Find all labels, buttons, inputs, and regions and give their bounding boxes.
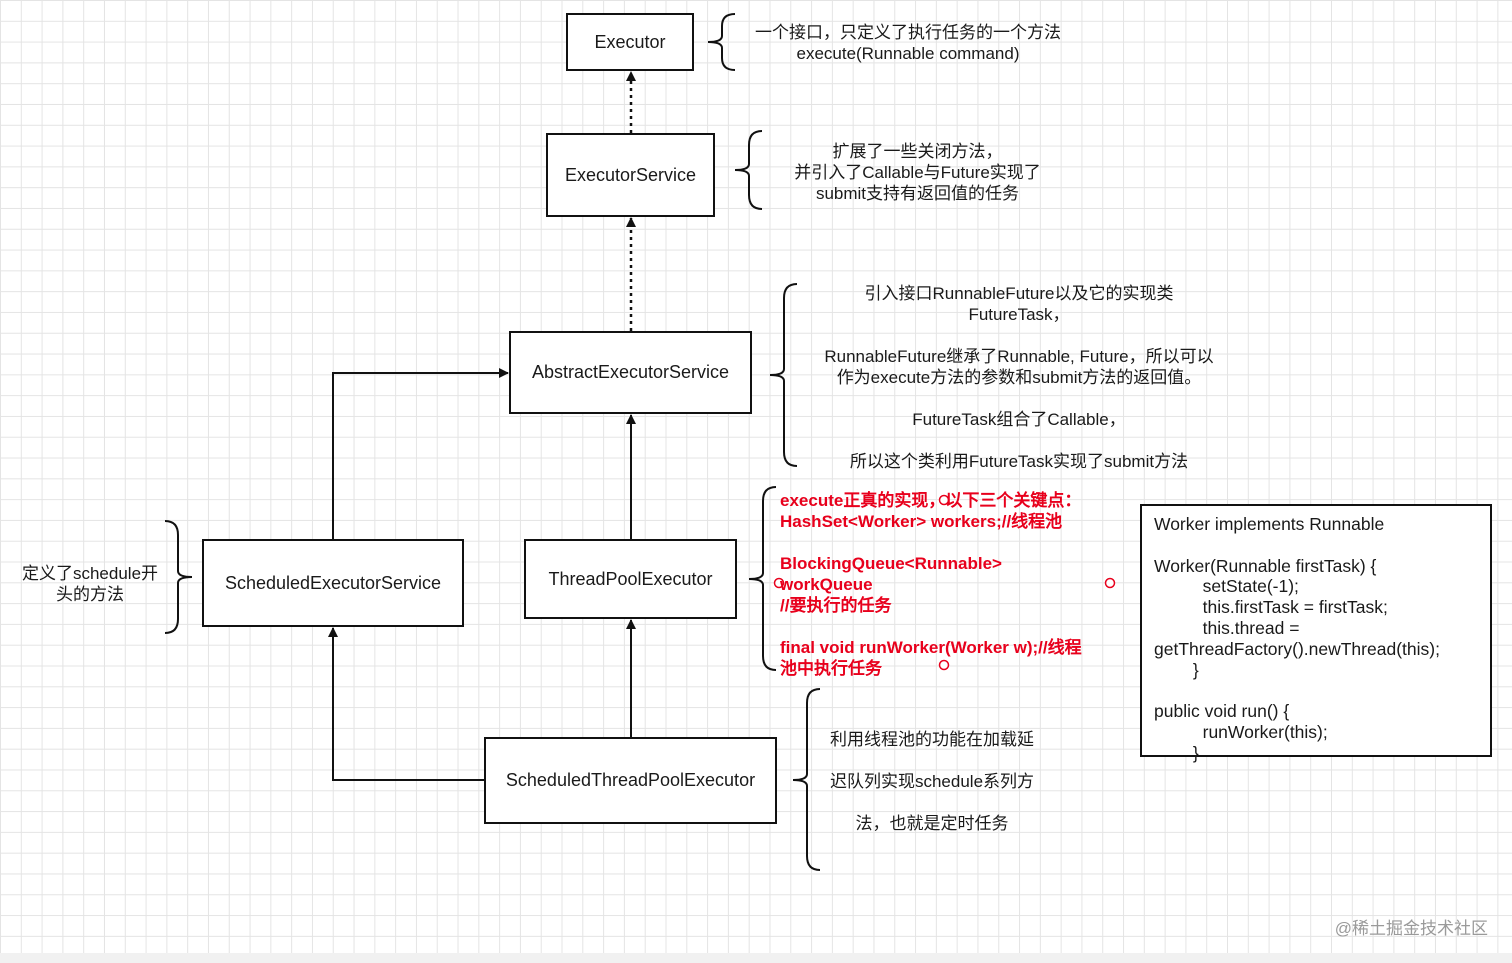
note-line: 并引入了Callable与Future实现了 xyxy=(794,163,1041,182)
note-scheduledexecutorservice: 定义了schedule开 头的方法 xyxy=(10,563,170,605)
note-line: 作为execute方法的参数和submit方法的返回值。 xyxy=(836,368,1202,387)
brace-scheduledservice xyxy=(164,520,193,634)
note-executor: 一个接口，只定义了执行任务的一个方法 execute(Runnable comm… xyxy=(748,22,1068,64)
node-threadpoolexecutor[interactable]: ThreadPoolExecutor xyxy=(524,539,737,619)
note-line: workQueue xyxy=(780,575,873,594)
handle-dot xyxy=(938,659,950,671)
brace-scheduledpool xyxy=(792,688,821,871)
note-abstractexecutorservice: 引入接口RunnableFuture以及它的实现类 FutureTask， Ru… xyxy=(800,283,1238,472)
note-line: FutureTask， xyxy=(968,305,1070,324)
brace-executor xyxy=(707,13,736,71)
note-line: execute(Runnable command) xyxy=(796,44,1020,63)
brace-executorservice xyxy=(734,130,763,210)
handle-dot xyxy=(1104,577,1116,589)
node-scheduledthreadpoolexecutor-label: ScheduledThreadPoolExecutor xyxy=(505,770,756,790)
note-line: execute正真的实现，以下三个关键点： xyxy=(780,491,1082,510)
worker-code-box[interactable]: Worker implements Runnable Worker(Runnab… xyxy=(1140,504,1492,763)
watermark: @稀土掘金技术社区 xyxy=(1334,919,1488,938)
note-line: 扩展了一些关闭方法， xyxy=(832,142,1003,161)
node-executor-label: Executor xyxy=(594,31,666,52)
note-line: RunnableFuture继承了Runnable, Future，所以可以 xyxy=(824,347,1214,366)
note-line: 迟队列实现schedule系列方 xyxy=(829,772,1035,791)
node-threadpoolexecutor-label: ThreadPoolExecutor xyxy=(548,568,713,589)
handle-dot xyxy=(773,577,785,589)
note-line: BlockingQueue<Runnable> xyxy=(780,554,1002,573)
brace-abstract xyxy=(769,283,798,467)
note-line: 利用线程池的功能在加载延 xyxy=(830,730,1034,749)
note-threadpoolexecutor: execute正真的实现，以下三个关键点： HashSet<Worker> wo… xyxy=(780,490,1125,679)
node-executor[interactable]: Executor xyxy=(566,13,694,71)
note-line: submit支持有返回值的任务 xyxy=(815,184,1020,203)
arrow-scheduledpool-to-scheduledservice xyxy=(328,627,485,781)
note-scheduledthreadpoolexecutor: 利用线程池的功能在加载延 迟队列实现schedule系列方 法，也就是定时任务 xyxy=(818,729,1046,834)
note-line: 头的方法 xyxy=(56,585,124,604)
note-line: //要执行的任务 xyxy=(780,596,892,615)
node-abstractexecutorservice-label: AbstractExecutorService xyxy=(531,362,730,382)
node-abstractexecutorservice[interactable]: AbstractExecutorService xyxy=(509,331,752,414)
node-scheduledexecutorservice-label: ScheduledExecutorService xyxy=(224,572,442,593)
note-line: 定义了schedule开 xyxy=(21,564,159,583)
note-line: HashSet<Worker> workers;//线程池 xyxy=(780,512,1063,531)
node-executorservice[interactable]: ExecutorService xyxy=(546,133,715,217)
note-line: 所以这个类利用FutureTask实现了submit方法 xyxy=(849,452,1189,471)
note-line: 池中执行任务 xyxy=(780,659,882,678)
node-executorservice-label: ExecutorService xyxy=(564,164,697,185)
note-line: final void runWorker(Worker w);//线程 xyxy=(780,638,1082,657)
arrow-scheduledservice-to-abstract xyxy=(332,368,509,539)
brace-threadpool xyxy=(748,486,777,671)
note-line: 引入接口RunnableFuture以及它的实现类 xyxy=(864,284,1174,303)
note-executorservice: 扩展了一些关闭方法， 并引入了Callable与Future实现了 submit… xyxy=(770,141,1065,204)
handle-dot xyxy=(938,494,950,506)
note-line: 一个接口，只定义了执行任务的一个方法 xyxy=(755,23,1061,42)
node-scheduledexecutorservice[interactable]: ScheduledExecutorService xyxy=(202,539,464,627)
note-line: 法，也就是定时任务 xyxy=(855,814,1009,833)
node-scheduledthreadpoolexecutor[interactable]: ScheduledThreadPoolExecutor xyxy=(484,737,777,824)
note-line: FutureTask组合了Callable， xyxy=(912,410,1126,429)
bottom-band xyxy=(0,953,1512,963)
